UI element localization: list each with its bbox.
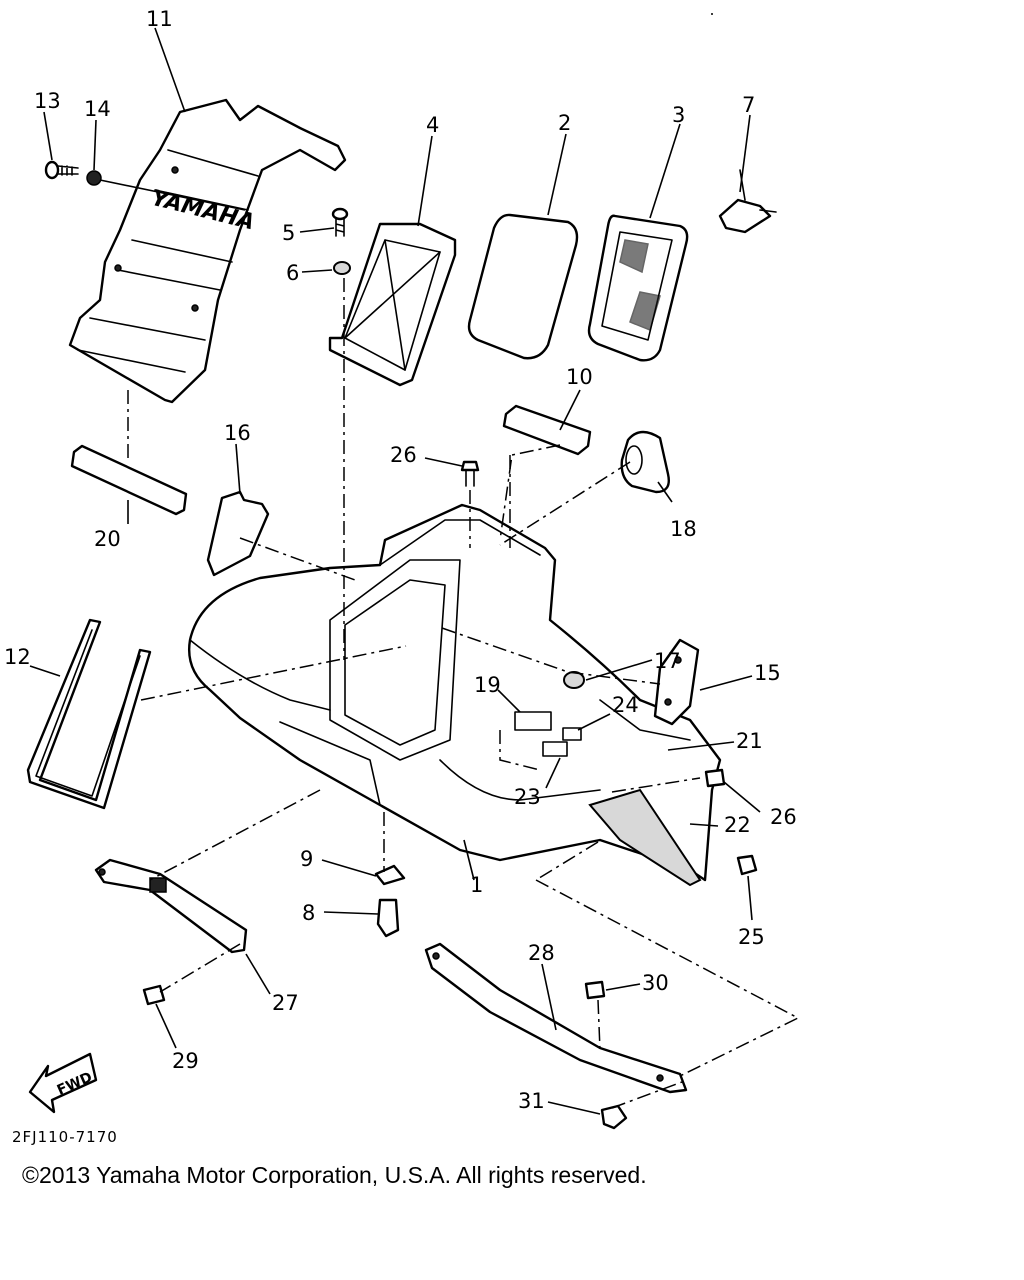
callout-3: 3 [672,103,685,127]
callout-15: 15 [754,661,781,685]
callout-20: 20 [94,527,121,551]
drawing-code: 2FJ110-7170 [12,1128,118,1146]
callout-4: 4 [426,113,439,137]
callout-22: 22 [724,813,751,837]
callout-16: 16 [224,421,251,445]
part-2-lens [467,213,579,360]
fwd-arrow-icon: FWD [28,1052,98,1114]
callout-26-right: 26 [770,805,797,829]
callout-5: 5 [282,221,295,245]
part-11-front-cover: YAMAHA [68,98,347,404]
part-31-nut [600,1104,628,1130]
callout-8: 8 [302,901,315,925]
callout-2: 2 [558,111,571,135]
callout-23: 23 [514,785,541,809]
callout-26-top: 26 [390,443,417,467]
part-9-clip [374,864,406,886]
part-12-trim [26,618,152,810]
part-13-screw [44,160,79,180]
callout-27: 27 [272,991,299,1015]
callout-10: 10 [566,365,593,389]
callout-1: 1 [470,873,483,897]
part-10-pad [502,404,592,456]
part-6-grommet [333,261,351,275]
part-20-pad [70,444,188,516]
callout-25: 25 [738,925,765,949]
callout-24: 24 [612,693,639,717]
callout-6: 6 [286,261,299,285]
part-25-bolt [736,854,758,876]
copyright-notice: ©2013 Yamaha Motor Corporation, U.S.A. A… [22,1162,647,1188]
part-7-clip [718,169,777,234]
part-29-bolt [142,984,166,1006]
part-3-grille [587,214,689,362]
part-15-bracket [653,638,700,726]
assembly-lines [127,278,800,1109]
part-4-frame [328,222,457,387]
part-27-stay [94,858,248,954]
callout-17: 17 [654,649,681,673]
callout-12: 12 [4,645,31,669]
callout-31: 31 [518,1089,545,1113]
part-5-screw [331,207,349,237]
callout-7: 7 [742,93,755,117]
part-26-bolt-right [704,768,726,788]
callout-14: 14 [84,97,111,121]
callout-numbers: 1 2 3 4 5 6 7 8 9 10 11 12 13 14 15 16 1… [4,7,797,1113]
part-8-post [376,898,400,938]
part-26-bolt-top [460,460,480,487]
part-30-bolt [584,980,606,1000]
callout-30: 30 [642,971,669,995]
part-18-cap [620,430,670,494]
callout-13: 13 [34,89,61,113]
callout-9: 9 [300,847,313,871]
callout-11: 11 [146,7,173,31]
callout-19: 19 [474,673,501,697]
part-1-fender-body [188,503,722,887]
callout-28: 28 [528,941,555,965]
callout-leaders [29,27,761,1115]
callout-18: 18 [670,517,697,541]
part-17-rubber [563,671,585,689]
part-14-nut [86,170,102,186]
callout-29: 29 [172,1049,199,1073]
part-28-stay [424,942,688,1094]
callout-21: 21 [736,729,763,753]
part-16-label [206,490,270,577]
